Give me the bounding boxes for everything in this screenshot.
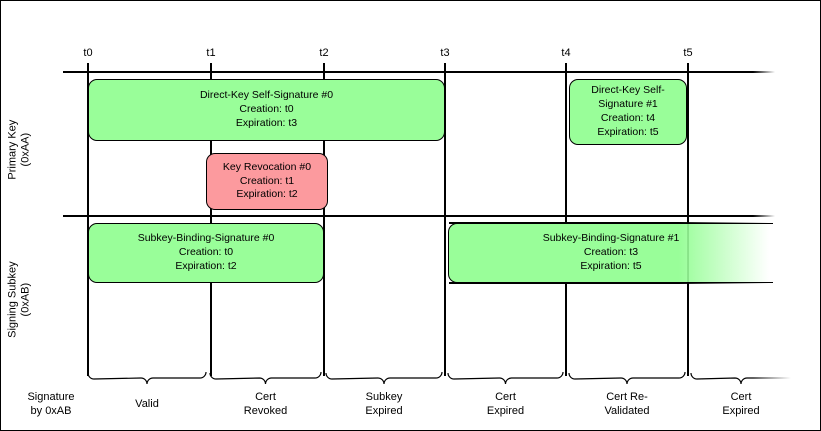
lane-rule-top	[63, 71, 775, 73]
signature-box-creation: Creation: t0	[239, 103, 294, 116]
brace-divider-tick-t2	[323, 366, 325, 376]
brace-divider-tick-t4	[565, 366, 567, 376]
signature-box-creation: Creation: t4	[600, 112, 656, 124]
lane-label-signing-subkey: Signing Subkey (0xAB)	[6, 261, 31, 338]
signature-box-title: Direct-Key Self-Signature #0	[199, 89, 334, 102]
signature-box-title: Key Revocation #0	[222, 160, 312, 173]
signature-box-expiration: Expiration: t5	[580, 259, 642, 272]
brace-label-cert-revoked: Cert Revoked	[243, 391, 288, 417]
brace-label-subkey-expired: Subkey Expired	[365, 391, 403, 417]
brace-label-cert-expired-2: Cert Expired	[722, 391, 760, 417]
signature-box-creation: Creation: t0	[178, 246, 234, 259]
brace-valid	[87, 371, 207, 385]
signature-box-expiration: Expiration: t2	[236, 188, 298, 201]
brace-label-cert-expired-1: Cert Expired	[486, 391, 525, 417]
lane-label-primary-key: Primary Key (0xAA)	[6, 119, 31, 180]
signature-box-expiration: Expiration: t5	[597, 125, 659, 138]
signature-box-creation: Creation: t3	[583, 246, 639, 259]
brace-cert-revalidated	[568, 371, 686, 385]
signature-box-title: Direct-Key Self- Signature #1	[591, 84, 665, 111]
brace-divider-tick-t5	[687, 366, 689, 376]
time-tick-label-t0: t0	[83, 47, 93, 59]
lane-rule-middle	[63, 215, 775, 217]
brace-cert-expired-2	[690, 372, 791, 385]
brace-divider-tick-t1	[210, 366, 212, 376]
brace-cert-expired-1	[447, 371, 564, 385]
brace-subkey-expired	[325, 371, 443, 385]
brace-divider-tick-t3	[444, 366, 446, 376]
brace-label-cert-revalidated: Cert Re- Validated	[604, 391, 650, 417]
signature-box-creation: Creation: t1	[239, 174, 295, 187]
status-row-title: Signature by 0xAB	[27, 391, 75, 417]
brace-divider-tick-t0	[87, 366, 89, 376]
signature-box-expiration: Expiration: t3	[235, 116, 298, 129]
time-tick-label-t4: t4	[561, 47, 571, 59]
time-tick-label-t5: t5	[683, 47, 693, 59]
time-tick-label-t3: t3	[440, 47, 450, 59]
time-tick-label-t2: t2	[319, 47, 329, 59]
signature-box-expiration: Expiration: t2	[175, 259, 237, 272]
signature-box-title: Subkey-Binding-Signature #1	[542, 232, 680, 245]
brace-cert-revoked	[209, 371, 322, 385]
signature-box-title: Subkey-Binding-Signature #0	[137, 232, 275, 245]
brace-label-valid: Valid	[135, 398, 159, 410]
time-tick-label-t1: t1	[206, 47, 216, 59]
